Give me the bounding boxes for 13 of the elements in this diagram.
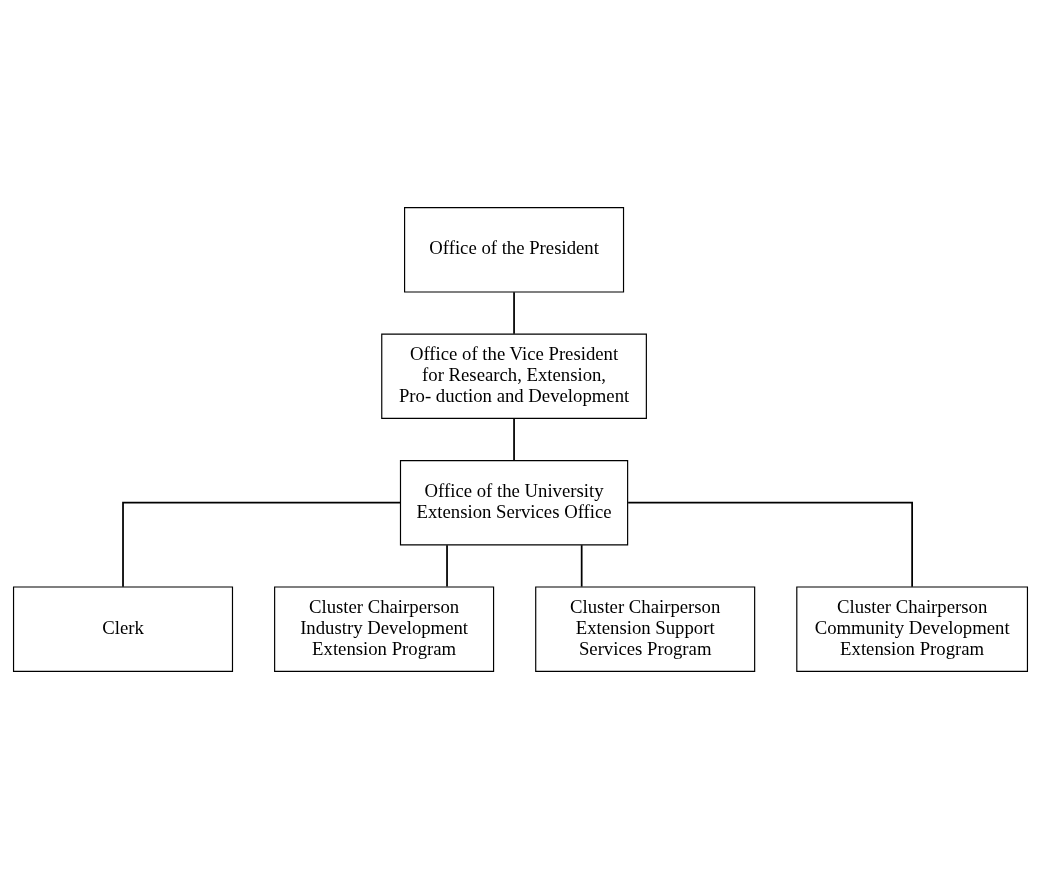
connector	[627, 501, 913, 588]
node-box: Office of the University Extension Services Office	[399, 460, 629, 546]
connector	[580, 544, 583, 588]
node-box: Office of the Vice President for Research, Extension, Pro- duction and Development	[381, 333, 647, 419]
connector	[446, 544, 448, 588]
node-box: Cluster Chairperson Industry Development Extension Program	[274, 586, 495, 672]
node-box: Clerk	[12, 586, 234, 672]
connector	[513, 417, 515, 462]
node-box: Cluster Chairperson Community Development Extension Program	[796, 586, 1029, 672]
connector	[122, 501, 402, 588]
node-box: Office of the President	[404, 207, 625, 293]
node-box: Cluster Chairperson Extension Support Services Program	[535, 586, 756, 672]
connector	[513, 291, 515, 335]
